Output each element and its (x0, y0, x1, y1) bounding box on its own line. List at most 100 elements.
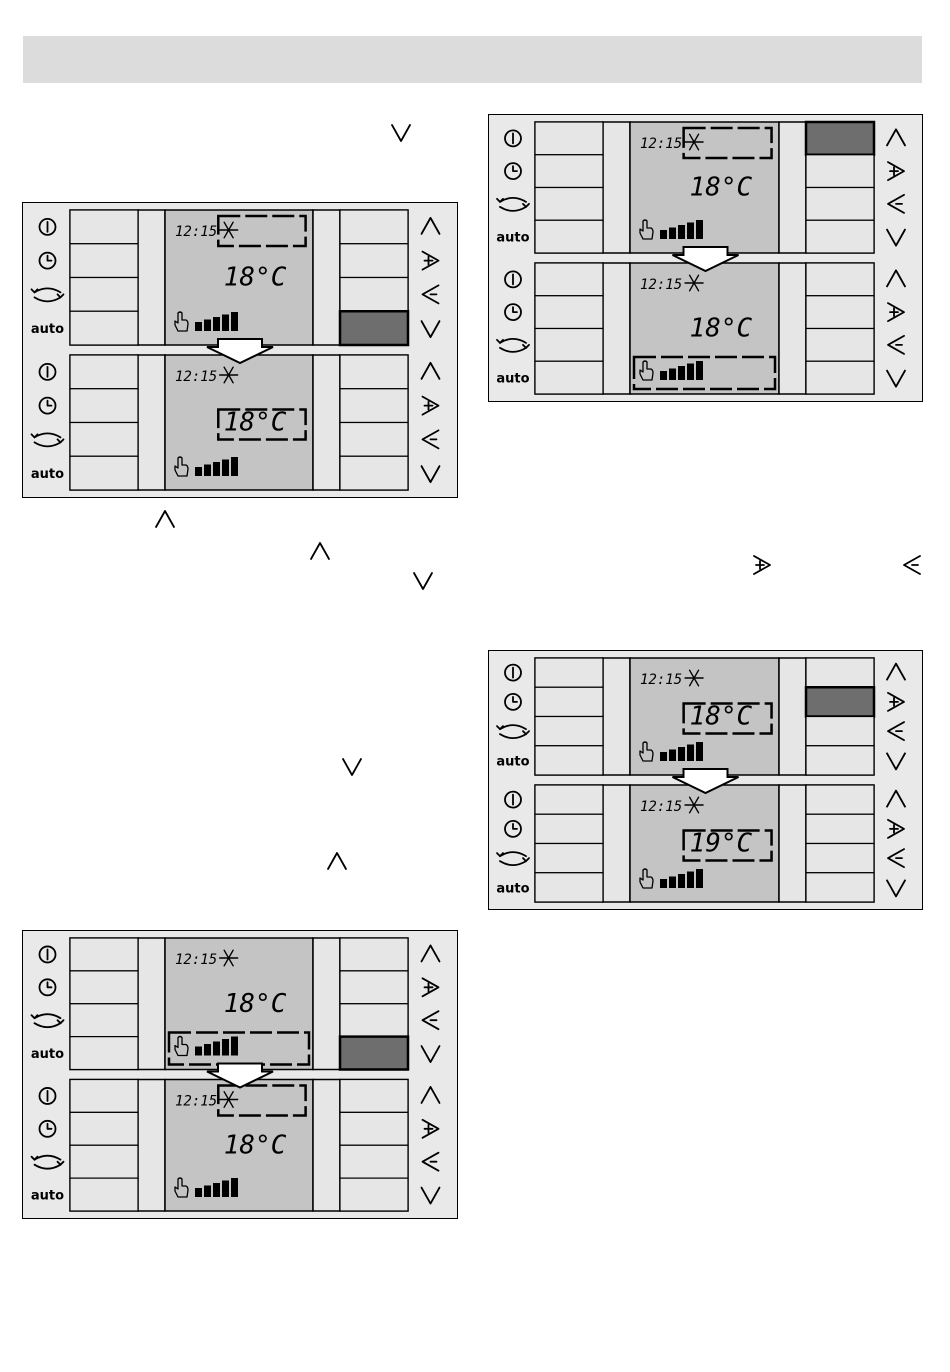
right-button-3[interactable] (806, 329, 874, 362)
left-button-2[interactable] (535, 687, 603, 716)
control-panel-1: auto12:1518°C (496, 122, 905, 253)
fan-bar (696, 869, 703, 888)
inline-symbol-drawing (340, 754, 364, 778)
left-button-1[interactable] (535, 785, 603, 814)
right-button-2[interactable] (806, 814, 874, 843)
left-button-2[interactable] (70, 1112, 138, 1145)
right-button-2[interactable] (340, 244, 408, 278)
left-button-4[interactable] (70, 1178, 138, 1211)
right-button-4[interactable] (806, 361, 874, 394)
left-gap-strip (138, 938, 165, 1070)
right-button-4[interactable] (340, 1178, 408, 1211)
left-button-4[interactable] (70, 1037, 138, 1070)
right-button-2[interactable] (806, 155, 874, 188)
right-button-3[interactable] (806, 844, 874, 873)
right-button-3[interactable] (340, 1004, 408, 1037)
right-button-3[interactable] (340, 278, 408, 312)
right-button-3[interactable] (340, 1145, 408, 1178)
clock-icon (40, 253, 56, 269)
left-button-3[interactable] (535, 329, 603, 362)
clock-icon (505, 821, 521, 837)
right-button-3[interactable] (806, 188, 874, 221)
down-arrow-icon (887, 230, 905, 246)
left-button-4[interactable] (535, 361, 603, 394)
left-button-3[interactable] (70, 423, 138, 457)
left-button-1[interactable] (535, 263, 603, 296)
left-gap-strip (603, 658, 630, 775)
left-button-4[interactable] (535, 220, 603, 253)
clock-icon (505, 304, 521, 320)
left-button-3[interactable] (535, 188, 603, 221)
left-button-4[interactable] (535, 873, 603, 902)
left-button-1[interactable] (70, 1080, 138, 1113)
right-button-2[interactable] (806, 296, 874, 329)
control-panel-1: auto12:1518°C (496, 658, 905, 775)
power-icon (505, 130, 521, 146)
display-time: 12:15 (175, 224, 217, 240)
recirculation-icon (32, 1014, 64, 1027)
left-button-4[interactable] (535, 746, 603, 775)
increase-arrow-icon (750, 553, 774, 577)
left-button-3[interactable] (535, 717, 603, 746)
left-button-3[interactable] (70, 278, 138, 312)
fan-bar (213, 1042, 220, 1056)
fan-bar (204, 1044, 211, 1056)
right-button-4[interactable] (806, 220, 874, 253)
right-button-4[interactable] (340, 456, 408, 490)
fan-bar (231, 457, 238, 476)
down-arrow-icon (414, 573, 432, 589)
fan-bar (678, 366, 685, 380)
left-button-3[interactable] (535, 844, 603, 873)
right-button-1[interactable] (340, 938, 408, 971)
right-button-1[interactable] (340, 1080, 408, 1113)
inline-symbol-drawing (308, 540, 332, 564)
left-button-4[interactable] (70, 456, 138, 490)
left-button-1[interactable] (70, 938, 138, 971)
left-button-4[interactable] (70, 311, 138, 345)
left-button-1[interactable] (70, 355, 138, 389)
left-button-2[interactable] (70, 244, 138, 278)
left-button-2[interactable] (535, 155, 603, 188)
left-button-3[interactable] (70, 1004, 138, 1037)
right-button-1[interactable] (806, 122, 874, 155)
right-button-4[interactable] (806, 873, 874, 902)
left-button-1[interactable] (535, 122, 603, 155)
left-button-3[interactable] (70, 1145, 138, 1178)
up-arrow-icon (887, 270, 905, 286)
left-button-1[interactable] (70, 210, 138, 244)
auto-label: auto (496, 754, 529, 769)
right-button-4[interactable] (340, 1037, 408, 1070)
left-button-1[interactable] (535, 658, 603, 687)
right-button-1[interactable] (806, 658, 874, 687)
auto-label: auto (496, 372, 529, 387)
right-button-2[interactable] (340, 389, 408, 423)
increase-arrow-icon (888, 820, 904, 838)
left-button-2[interactable] (70, 971, 138, 1004)
left-button-2[interactable] (535, 814, 603, 843)
display-temperature: 18°C (224, 1130, 287, 1160)
fan-bar (231, 1037, 238, 1056)
right-button-2[interactable] (340, 971, 408, 1004)
right-button-4[interactable] (340, 311, 408, 345)
recirculation-icon (497, 852, 529, 865)
right-button-2[interactable] (806, 687, 874, 716)
right-button-1[interactable] (806, 263, 874, 296)
right-button-1[interactable] (340, 210, 408, 244)
right-button-4[interactable] (806, 746, 874, 775)
decrease-arrow-icon (888, 336, 904, 354)
clock-icon (505, 163, 521, 179)
clock-icon (40, 1121, 56, 1137)
up-arrow-icon (328, 853, 346, 869)
right-button-2[interactable] (340, 1112, 408, 1145)
fan-bar (660, 879, 667, 888)
left-button-2[interactable] (70, 389, 138, 423)
up-arrow-icon (887, 791, 905, 807)
left-button-2[interactable] (535, 296, 603, 329)
right-button-1[interactable] (340, 355, 408, 389)
auto-label: auto (31, 467, 64, 482)
right-button-3[interactable] (340, 423, 408, 457)
display-temperature: 18°C (690, 173, 753, 203)
fan-bar (231, 312, 238, 331)
right-button-3[interactable] (806, 717, 874, 746)
right-button-1[interactable] (806, 785, 874, 814)
